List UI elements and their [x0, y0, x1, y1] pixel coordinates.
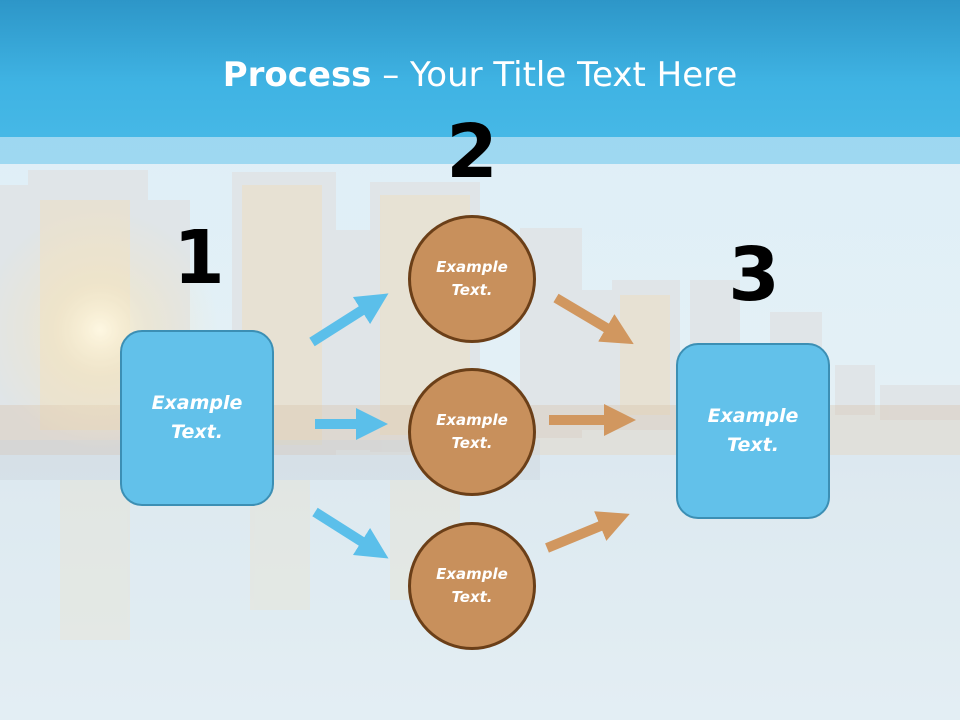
arrow-box1-to-circle3 — [312, 507, 389, 559]
process-box-right: Example Text. — [676, 343, 830, 519]
arrow-circle3-to-box3 — [545, 511, 630, 553]
title-rest-part: – Your Title Text Here — [371, 55, 738, 95]
circle-1-line2: Text. — [451, 281, 493, 299]
box-left-line1: Example — [151, 392, 243, 414]
slide-title: Process – Your Title Text Here — [0, 52, 960, 98]
process-box-left: Example Text. — [120, 330, 274, 506]
header-bar — [0, 0, 960, 137]
arrow-circle1-to-box3 — [553, 293, 634, 345]
circle-3-line2: Text. — [451, 588, 493, 606]
box-right-line1: Example — [707, 405, 799, 427]
circle-2-line1: Example — [436, 411, 508, 429]
box-left-line2: Text. — [171, 421, 223, 443]
process-circle-3: Example Text. — [408, 522, 536, 650]
step-number-3: 3 — [728, 232, 780, 318]
step-number-1: 1 — [173, 215, 225, 301]
header-strip — [0, 137, 960, 164]
box-right-line2: Text. — [727, 434, 779, 456]
circle-1-line1: Example — [436, 258, 508, 276]
arrow-box1-to-circle1 — [309, 293, 389, 347]
process-circle-1: Example Text. — [408, 215, 536, 343]
step-number-2: 2 — [446, 109, 498, 195]
circle-2-line2: Text. — [451, 434, 493, 452]
title-bold-part: Process — [222, 55, 372, 95]
circle-3-line1: Example — [436, 565, 508, 583]
process-circle-2: Example Text. — [408, 368, 536, 496]
